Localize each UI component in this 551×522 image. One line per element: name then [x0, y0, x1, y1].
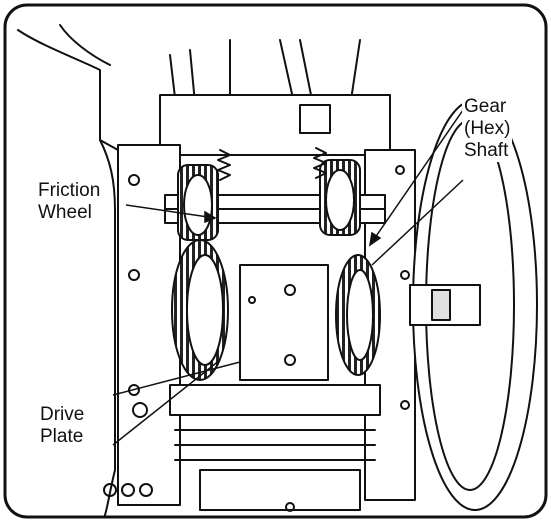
gear-label-line1: Gear: [464, 96, 507, 117]
gear-label-line2: (Hex): [464, 118, 511, 139]
drive-plate-label-line1: Drive: [40, 404, 85, 425]
left-housing: [17, 29, 116, 516]
friction-wheel-label: Friction Wheel: [36, 180, 103, 224]
drive-plate: [239, 264, 329, 381]
lower-frame: [169, 384, 381, 416]
leader-lines: [112, 109, 464, 446]
gear-hex-shaft-label: Gear (Hex) Shaft: [462, 96, 513, 162]
drive-plate-label-line2: Plate: [40, 426, 84, 447]
friction-wheel-label-line2: Wheel: [38, 202, 92, 223]
gear-label-line3: Shaft: [464, 140, 509, 161]
drive-plate-label: Drive Plate: [38, 404, 87, 448]
friction-wheel-label-line1: Friction: [38, 180, 101, 201]
